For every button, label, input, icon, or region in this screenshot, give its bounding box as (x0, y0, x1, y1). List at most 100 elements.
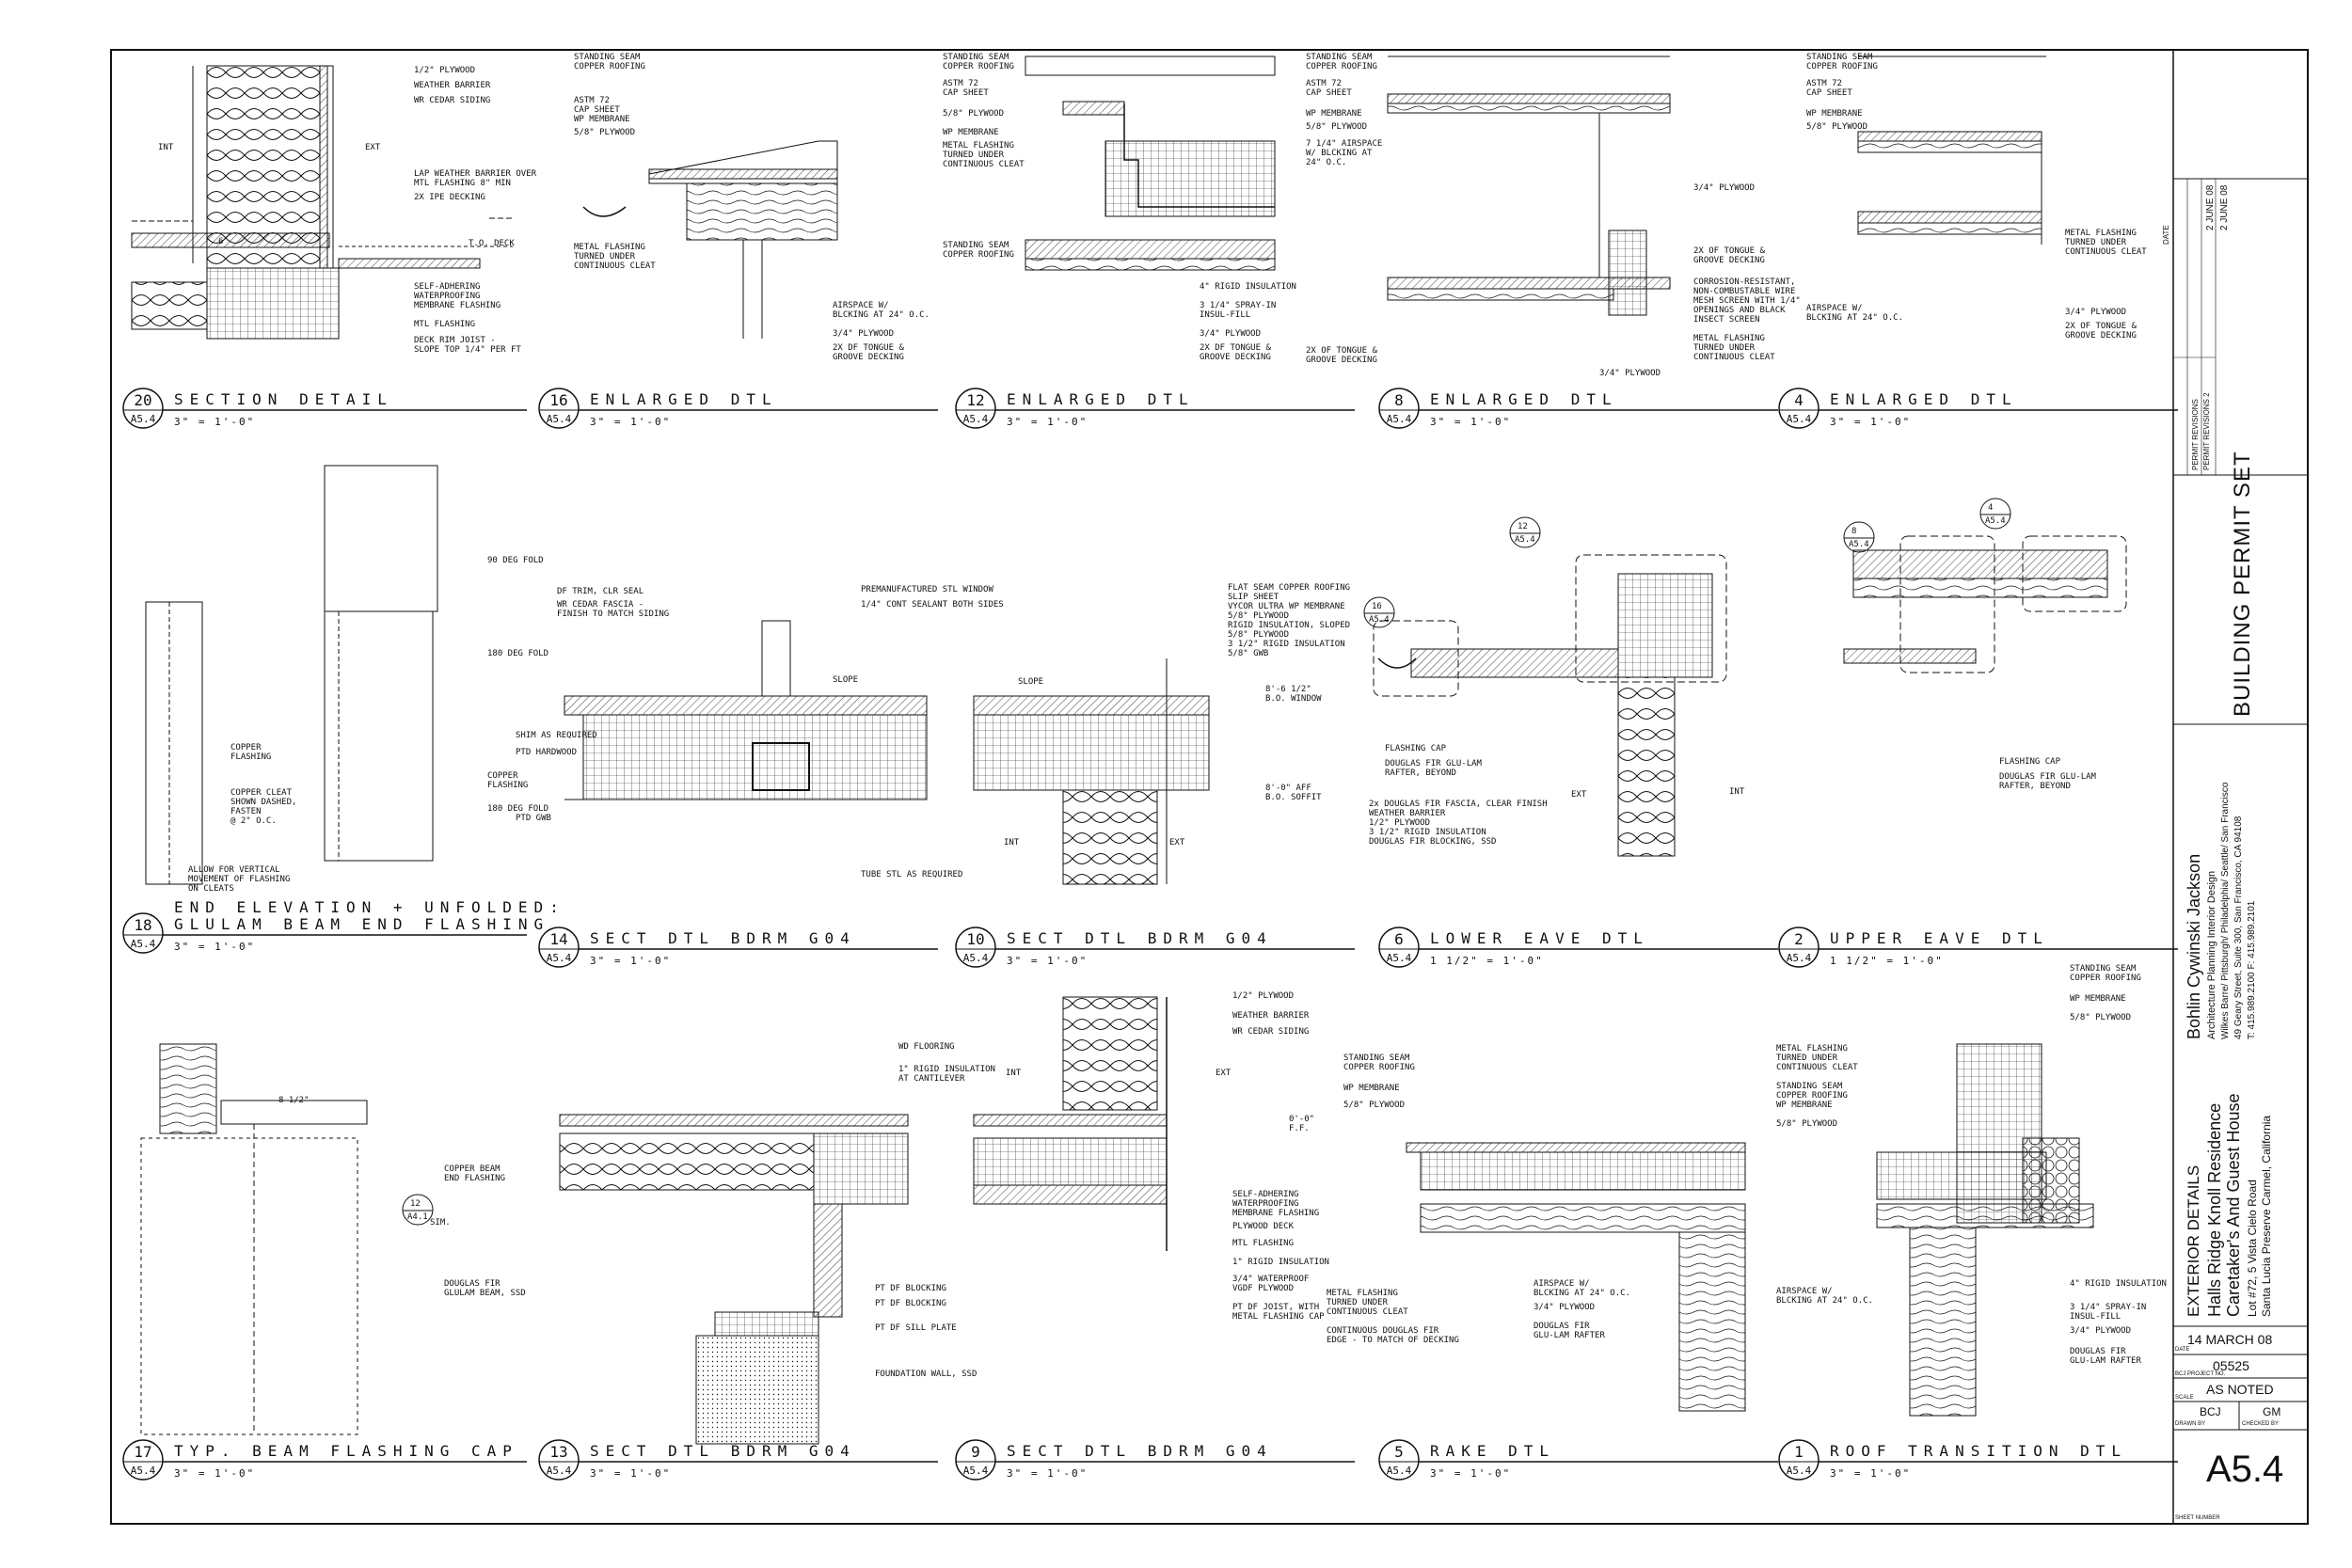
detail-scale: 3" = 1'-0" (1430, 1467, 1512, 1480)
d1-note: WP MEMBRANE (1776, 1101, 1833, 1110)
d16-note: METAL FLASHING TURNED UNDER CONTINUOUS C… (574, 243, 656, 271)
d14-note: WR CEDAR FASCIA - FINISH TO MATCH SIDING (557, 600, 670, 619)
drawn-by-label: DRAWN BY (2175, 1421, 2206, 1427)
reference-bubble (402, 1194, 434, 1226)
checked-by: GM (2263, 1405, 2281, 1418)
d4-note: 2X OF TONGUE & GROOVE DECKING (2065, 322, 2137, 341)
d9-note: WEATHER BARRIER (1232, 1011, 1310, 1021)
d1-note: 3/4" PLYWOOD (2070, 1326, 2132, 1336)
detail-title: SECT DTL BDRM G04 (590, 1442, 856, 1460)
d14-note: DF TRIM, CLR SEAL (557, 587, 644, 596)
d12-note: 3 1/4" SPRAY-IN INSUL-FILL (1200, 301, 1277, 320)
checked-by-label: CHECKED BY (2242, 1421, 2280, 1427)
d16-note: 2X DF TONGUE & GROOVE DECKING (833, 343, 904, 362)
d20-note: MTL FLASHING (414, 320, 476, 329)
d16-note: 3/4" PLYWOOD (833, 329, 895, 339)
detail-bubble (538, 927, 580, 968)
sheet-number: A5.4 (2206, 1449, 2284, 1490)
detail-18-graphic (145, 465, 438, 885)
detail-title: SECTION DETAIL (174, 390, 393, 408)
reference-number: 12 (1518, 522, 1528, 531)
d13-note: WD FLOORING (898, 1042, 955, 1052)
firm-name: Bohlin Cywinski Jackson (2185, 853, 2203, 1039)
d9-note: EXT (1216, 1069, 1232, 1078)
d4-note: 5/8" PLYWOOD (1806, 122, 1868, 132)
d5-note: CONTINUOUS DOUGLAS FIR EDGE - TO MATCH O… (1327, 1326, 1459, 1345)
detail-bubble (955, 388, 996, 429)
d12-note: ASTM 72 CAP SHEET (943, 79, 989, 98)
detail-sheet-ref: A5.4 (962, 952, 989, 964)
d8-note: 3/4" PLYWOOD (1693, 183, 1756, 193)
detail-scale: 3" = 1'-0" (590, 1467, 672, 1480)
detail-bubble (1378, 1439, 1420, 1481)
d5-note: STANDING SEAM COPPER ROOFING (1343, 1053, 1415, 1072)
date-value: 14 MARCH 08 (2187, 1332, 2273, 1347)
d5-note: METAL FLASHING TURNED UNDER CONTINUOUS C… (1327, 1289, 1408, 1317)
d12-note: 3/4" PLYWOOD (1200, 329, 1262, 339)
d8-note: 3/4" PLYWOOD (1599, 369, 1661, 378)
d8-note: CORROSION-RESISTANT, NON-COMBUSTABLE WIR… (1693, 277, 1801, 325)
d8-note: METAL FLASHING TURNED UNDER CONTINUOUS C… (1693, 334, 1775, 362)
detail-title: RAKE DTL (1430, 1442, 1556, 1460)
reference-number: 12 (410, 1199, 421, 1209)
reference-bubble (1509, 516, 1541, 548)
detail-bubble (955, 927, 996, 968)
detail-bubble (122, 912, 164, 954)
d10-note: INT (1004, 838, 1020, 847)
d20-note: WR CEDAR SIDING (414, 96, 491, 105)
detail-title: SECT DTL BDRM G04 (1007, 929, 1273, 947)
detail-sheet-ref: A5.4 (1386, 952, 1412, 964)
d9-note: WR CEDAR SIDING (1232, 1027, 1310, 1037)
firm-tel: T: 415.989.2100 F: 415.989.2101 (2247, 900, 2257, 1039)
d12-note: 4" RIGID INSULATION (1200, 282, 1296, 292)
d12-note: WP MEMBRANE (943, 128, 999, 137)
d12-note: 5/8" PLYWOOD (943, 109, 1005, 119)
project-name-2: Caretaker's And Guest House (2224, 1093, 2243, 1317)
detail-title: ROOF TRANSITION DTL (1830, 1442, 2128, 1460)
detail-bubble (1378, 927, 1420, 968)
d4-note: STANDING SEAM COPPER ROOFING (1806, 53, 1878, 71)
detail-title: ENLARGED DTL (1007, 390, 1195, 408)
detail-scale: 1 1/2" = 1'-0" (1830, 955, 1944, 967)
reference-sheet: A5.4 (1369, 615, 1390, 625)
d12-note: METAL FLASHING TURNED UNDER CONTINUOUS C… (943, 141, 1025, 169)
reference-number: 4 (1988, 503, 1994, 513)
d18-note: 180 DEG FOLD (487, 649, 549, 658)
detail-title: SECT DTL BDRM G04 (1007, 1442, 1273, 1460)
detail-number: 8 (1394, 391, 1404, 409)
detail-2-graphic (1843, 535, 2127, 673)
scale-value: AS NOTED (2206, 1382, 2274, 1397)
title-underlines (122, 388, 2178, 1481)
d1-note: 4" RIGID INSULATION (2070, 1279, 2167, 1289)
d20-note: EXT (365, 143, 381, 152)
reference-sheet: A5.4 (1985, 516, 2006, 526)
firm-sub: Architecture Planning Interior Design (2206, 870, 2217, 1039)
detail-number: 5 (1394, 1443, 1404, 1461)
d13-note: FOUNDATION WALL, SSD (875, 1370, 977, 1379)
detail-sheet-ref: A5.4 (1386, 1465, 1412, 1477)
firm-address: 49 Geary Street, Suite 300, San Francisc… (2233, 816, 2244, 1039)
d4-note: 3/4" PLYWOOD (2065, 308, 2127, 317)
d14-note: PTD HARDWOOD (516, 748, 578, 757)
d1-note: STANDING SEAM COPPER ROOFING (1776, 1082, 1848, 1101)
rev-1-label: PERMIT REVISIONS (2191, 399, 2200, 470)
reference-bubble (1979, 498, 2011, 530)
scale-label: SCALE (2175, 1395, 2194, 1401)
d16-note: 5/8" PLYWOOD (574, 128, 636, 137)
d17-note: SIM. (430, 1218, 451, 1227)
d5-note: 3/4" PLYWOOD (1534, 1303, 1596, 1312)
detail-number: 1 (1794, 1443, 1804, 1461)
d20-note: T.O. DECK (469, 239, 515, 248)
detail-17-graphic (140, 1043, 368, 1435)
d12-note: STANDING SEAM COPPER ROOFING (943, 241, 1014, 260)
d20-note: 2X IPE DECKING (414, 193, 485, 202)
title-block-frame (2172, 50, 2308, 1524)
rev-1-date: 2 JUNE 08 (2205, 184, 2216, 230)
d9-note: 0'-0" F.F. (1289, 1115, 1315, 1133)
d20-note: DECK RIM JOIST - SLOPE TOP 1/4" PER FT (414, 336, 521, 355)
d8-note: 7 1/4" AIRSPACE W/ BLCKING AT 24" O.C. (1306, 139, 1383, 167)
sheet-number-label: SHEET NUMBER (2175, 1515, 2220, 1521)
d6-note: 2x DOUGLAS FIR FASCIA, CLEAR FINISH WEAT… (1369, 800, 1548, 847)
d9-note: 1/2" PLYWOOD (1232, 991, 1295, 1001)
